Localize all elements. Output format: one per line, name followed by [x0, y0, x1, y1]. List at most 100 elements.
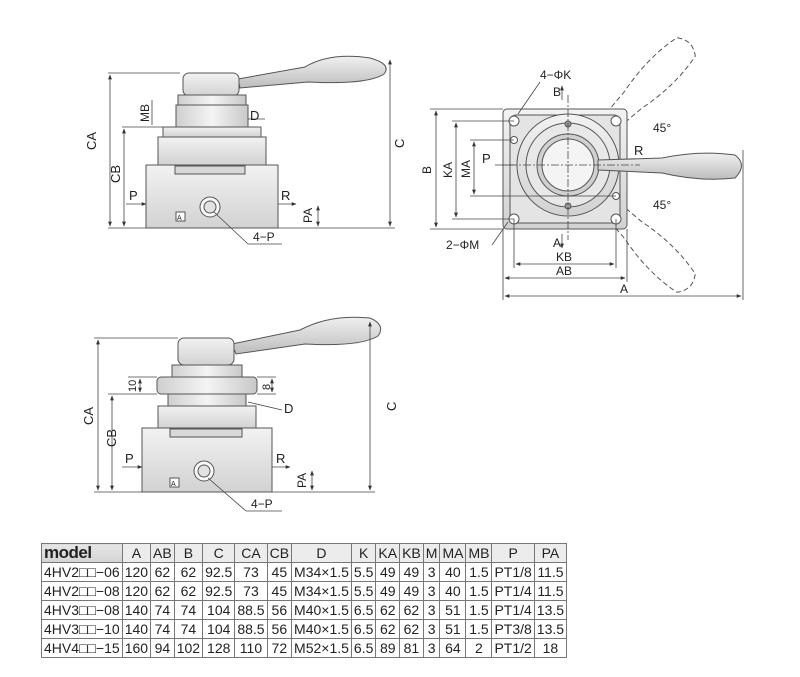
table-cell: 56 [266, 619, 293, 639]
table-cell: 62 [375, 600, 401, 620]
table-cell: 81 [399, 638, 424, 658]
table-cell: 40 [439, 581, 467, 601]
label-corner-holes: 4−ΦK [540, 68, 571, 82]
table-cell: 40 [439, 562, 467, 582]
technical-drawing: A CA CB MB D C P R PA 4−P [81, 37, 744, 512]
table-cell: 104 [202, 619, 236, 639]
table-cell: 160 [121, 638, 152, 658]
dim-c-2: C [384, 402, 399, 411]
plan-dim-ab: AB [556, 264, 572, 278]
table-cell: 51 [439, 600, 467, 620]
table-cell: 64 [439, 638, 467, 658]
col-header: KA [375, 543, 401, 563]
table-cell: 62 [399, 619, 424, 639]
dim-d-2: D [284, 401, 293, 416]
col-header: CB [266, 543, 293, 563]
table-cell: PT1/4 [491, 600, 535, 620]
label-r-2: R [276, 451, 285, 466]
side-view-2: A CA CB 10 8 D C P R PA 4−P [81, 316, 399, 512]
lever-handle-2 [231, 316, 382, 355]
col-header: D [291, 543, 352, 563]
table-cell: 140 [121, 619, 152, 639]
table-cell: 1.5 [465, 562, 493, 582]
table-cell: 94 [150, 638, 175, 658]
table-cell: M34×1.5 [291, 581, 352, 601]
col-header: AB [150, 543, 175, 563]
plan-dim-kb: KB [556, 250, 572, 264]
lever-handle [237, 55, 387, 89]
table-cell: 89 [375, 638, 401, 658]
table-cell: 92.5 [202, 562, 236, 582]
table-cell: 3 [422, 619, 441, 639]
table-header-row: model A AB B C CA CB D K KA KB M MA MB P… [41, 543, 568, 563]
table-cell: 51 [439, 619, 467, 639]
plan-view: B A P R 4−ΦK 2−ΦM 45° 45° B KA MA KB AB [420, 37, 744, 300]
table-cell: 5.5 [350, 562, 377, 582]
table-cell: M34×1.5 [291, 562, 352, 582]
table-cell: 74 [150, 600, 175, 620]
plan-label-b: B [553, 85, 561, 99]
table-cell: 120 [121, 581, 152, 601]
col-header: model [41, 543, 123, 563]
table-cell: 3 [422, 600, 441, 620]
table-cell: 11.5 [533, 562, 568, 582]
label-p-2: P [125, 451, 134, 466]
angle-lower: 45° [653, 198, 671, 212]
table-cell: 1.5 [465, 600, 493, 620]
knob-2 [177, 337, 235, 366]
dim-nut-8: 8 [261, 384, 273, 390]
table-cell: 5.5 [350, 581, 377, 601]
table-cell: PT1/4 [491, 581, 535, 601]
col-header: B [173, 543, 204, 563]
table-cell: PT1/2 [491, 638, 535, 658]
table-cell: 72 [266, 638, 293, 658]
plan-handle [597, 152, 742, 180]
table-cell: 3 [422, 562, 441, 582]
table-cell: PT3/8 [491, 619, 535, 639]
table-cell: 6.5 [350, 638, 377, 658]
model-cell: 4HV2□□−08 [41, 581, 123, 601]
model-cell: 4HV3□□−08 [41, 600, 123, 620]
table-cell: 88.5 [234, 619, 268, 639]
table-cell: 1.5 [465, 581, 493, 601]
col-header: MB [465, 543, 493, 563]
table-cell: 1.5 [465, 619, 493, 639]
plan-label-r: R [634, 143, 643, 158]
model-cell: 4HV2□□−06 [41, 562, 123, 582]
table-cell: 45 [266, 562, 293, 582]
col-header: MA [439, 543, 467, 563]
label-port-holes-2: 4−P [251, 497, 273, 511]
label-port-holes: 4−P [253, 230, 275, 244]
dim-ca: CA [84, 132, 99, 150]
dim-cb: CB [108, 165, 123, 183]
plan-label-p: P [482, 151, 491, 166]
port-marker-a-2: A [171, 481, 176, 488]
table-cell: 73 [234, 562, 268, 582]
label-p: P [129, 188, 138, 203]
label-r: R [281, 188, 290, 203]
table-cell: 62 [150, 562, 175, 582]
table-cell: 62 [150, 581, 175, 601]
table-cell: M40×1.5 [291, 619, 352, 639]
table-cell: 49 [399, 562, 424, 582]
table-cell: 11.5 [533, 581, 568, 601]
table-cell: 3 [422, 581, 441, 601]
dim-pa-2: PA [295, 473, 309, 488]
table-cell: 110 [234, 638, 268, 658]
dim-cb-2: CB [104, 429, 119, 447]
table-cell: 92.5 [202, 581, 236, 601]
plan-dim-ka: KA [441, 162, 455, 178]
valve-body-2 [141, 427, 273, 493]
table-cell: 88.5 [234, 600, 268, 620]
table-cell: 140 [121, 600, 152, 620]
col-header: CA [234, 543, 268, 563]
port-marker-a: A [177, 215, 182, 222]
table-cell: 74 [173, 619, 204, 639]
table-cell: 2 [465, 638, 493, 658]
label-mount-holes: 2−ΦM [446, 238, 479, 252]
